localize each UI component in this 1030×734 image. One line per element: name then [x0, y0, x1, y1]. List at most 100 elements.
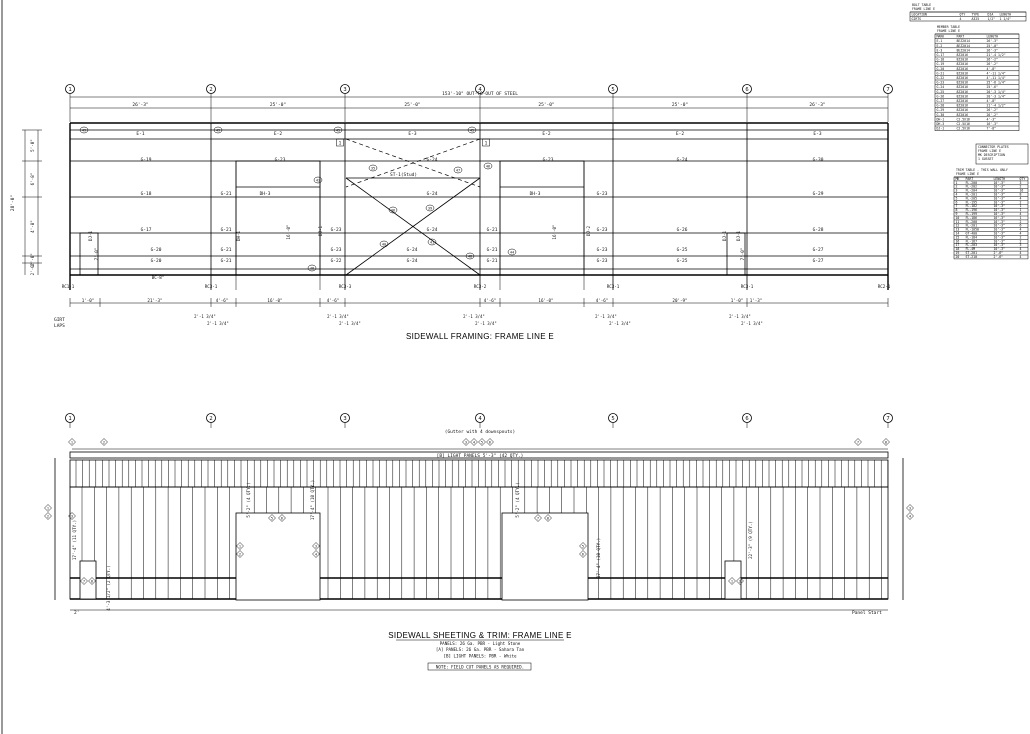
base-column-label: RC3-3	[339, 284, 352, 289]
trim-table-cell: FL-205	[966, 196, 978, 200]
trim-tag-label: 8	[91, 580, 93, 584]
grid-bubble-label: 4	[478, 87, 482, 93]
connection-bubble-label: 45	[336, 129, 340, 133]
trim-tag-label: 1	[239, 545, 241, 549]
overall-height-dim: 28'-0"	[10, 195, 16, 211]
member-table-cell: PART	[957, 35, 965, 39]
eave-member-label: E-2	[274, 131, 282, 137]
trim-table-cell: 4	[1020, 196, 1022, 200]
girt-label-row4: G-23	[331, 247, 342, 253]
grid-bubble-label: 2	[209, 87, 212, 93]
member-table-cell: G-29	[937, 108, 945, 112]
jamb-label: DJ-1	[722, 230, 727, 241]
trim-table-cell: MK	[956, 177, 960, 181]
base-dimension-text: 4'-6"	[484, 298, 497, 303]
gutter-trim	[69, 451, 889, 459]
member-table-cell: 4'-11 1/4"	[987, 71, 1006, 75]
eave-member-label: E-3	[408, 131, 416, 137]
columns	[69, 123, 889, 290]
connection-bubble	[213, 126, 223, 134]
member-table-cell: G-19	[937, 62, 945, 66]
girt-laps-line2: LAPS	[54, 323, 65, 329]
trim-table-cell: QTY	[1020, 177, 1026, 181]
trim-table-cell: 10'-3"	[994, 232, 1006, 236]
trim-table-cell: 6	[956, 200, 958, 204]
member-table-cell: 26'-2"	[987, 113, 999, 117]
member-table-cell: 7'-8"	[987, 127, 997, 131]
member-table-cell: 8Z2016	[957, 71, 969, 75]
left-height-dim: 4'-8"	[30, 220, 35, 233]
trim-table-cell: 10'-3"	[994, 228, 1006, 232]
girt-label-row5: G-24	[407, 258, 418, 264]
trim-tag-diamond	[478, 438, 486, 446]
trim-tag-label: 1	[71, 441, 73, 445]
trim-table-cell: 2	[1020, 200, 1022, 204]
connection-bubble	[507, 248, 517, 256]
trim-table-cell: 8	[1020, 193, 1022, 197]
walk-door-left	[79, 232, 99, 276]
trim-tag-label: 3	[909, 507, 911, 511]
trim-table-cell: 3	[956, 189, 958, 193]
trim-tag-label: 7	[537, 517, 539, 521]
anchor-dimension-text: 2'-1 3/4"	[609, 321, 631, 326]
grid-bubble-label: 7	[886, 416, 889, 422]
trim-table-cell: 1	[1020, 208, 1022, 212]
bolt-table-cell: GIRTS	[912, 17, 922, 21]
sheeting-title: SIDEWALL SHEETING & TRIM: FRAME LINE E	[388, 631, 572, 640]
member-table-cell: 25'-6 1/4"	[987, 81, 1006, 85]
trim-table-cell: ST-201	[966, 251, 978, 255]
girt-label-row4: G-21	[487, 247, 498, 253]
trim-tag-diamond	[579, 542, 587, 550]
girt-label-row3: G-24	[427, 227, 438, 233]
girt-label-row4: G-23	[597, 247, 608, 253]
bay-dimension-text: 25'-0"	[538, 102, 554, 108]
connection-bubble-label: 41	[430, 241, 434, 245]
girt-label-row2: DH-3	[260, 191, 271, 197]
trim-tag-label: 5	[271, 517, 273, 521]
trim-table-cell: 10'-3"	[994, 196, 1006, 200]
trim-tag-label: 3	[71, 515, 73, 519]
trim-tag-label: 5	[481, 441, 483, 445]
connection-bubble	[467, 126, 477, 134]
connection-bubble	[427, 238, 437, 246]
grid-bubble-label: 6	[745, 87, 748, 93]
girt-label-row1: G-24	[427, 157, 438, 163]
connection-bubble-label: 46	[486, 165, 490, 169]
trim-table-cell: FL-186	[966, 216, 978, 220]
light-panels-label: [B] LIGHT PANELS 5'-3" (42 QTY.)	[437, 453, 524, 459]
boxed-note-frame	[427, 662, 532, 671]
member-table-cell: 20'-3 1/4"	[987, 90, 1006, 94]
member-table-cell: 26'-2"	[987, 58, 999, 62]
bay-dimension-text: 25'-0"	[672, 102, 688, 108]
girt-label-row4: G-27	[813, 247, 824, 253]
trim-tag-diamond	[736, 577, 744, 585]
trim-table-cell: FL-201	[966, 224, 978, 228]
trim-tag-label: 2	[739, 580, 741, 584]
base-column-label: RC3-1	[607, 284, 620, 289]
girt-label-row2: G-18	[141, 191, 152, 197]
trim-table-cell: 1	[956, 181, 958, 185]
gusset-tag-box	[482, 138, 490, 147]
member-table-cell: DJ-1	[937, 127, 945, 131]
trim-tag-diamond	[906, 512, 914, 520]
member-table-cell: 4'-11 1/4"	[987, 76, 1006, 80]
brace-diagonal-2	[345, 177, 481, 276]
trim-table-cell: 10'-3"	[994, 181, 1006, 185]
anchor-dimension-text: 2'-1 3/4"	[475, 321, 497, 326]
eave-member-label: E-3	[813, 131, 821, 137]
trim-table-cell: 8	[956, 208, 958, 212]
trim-table-cell: 2'-6"	[994, 255, 1004, 259]
member-table-cell: G-18	[937, 58, 945, 62]
left-height-dim: 6'-8"	[30, 173, 35, 186]
trim-table-cell: 10'-3"	[994, 220, 1006, 224]
trim-table-cell: 4	[1020, 247, 1022, 251]
girt-label-row2: G-29	[813, 191, 824, 197]
trim-table-cell: 1	[1020, 204, 1022, 208]
bolt-table-cell: QTY	[960, 13, 966, 17]
jamb-label: DJ-1	[736, 230, 741, 241]
member-table-cell: G-21	[937, 71, 945, 75]
connection-bubble-label: 43	[316, 179, 320, 183]
trim-tag-diamond	[579, 550, 587, 558]
trim-tag-diamond	[534, 514, 542, 522]
